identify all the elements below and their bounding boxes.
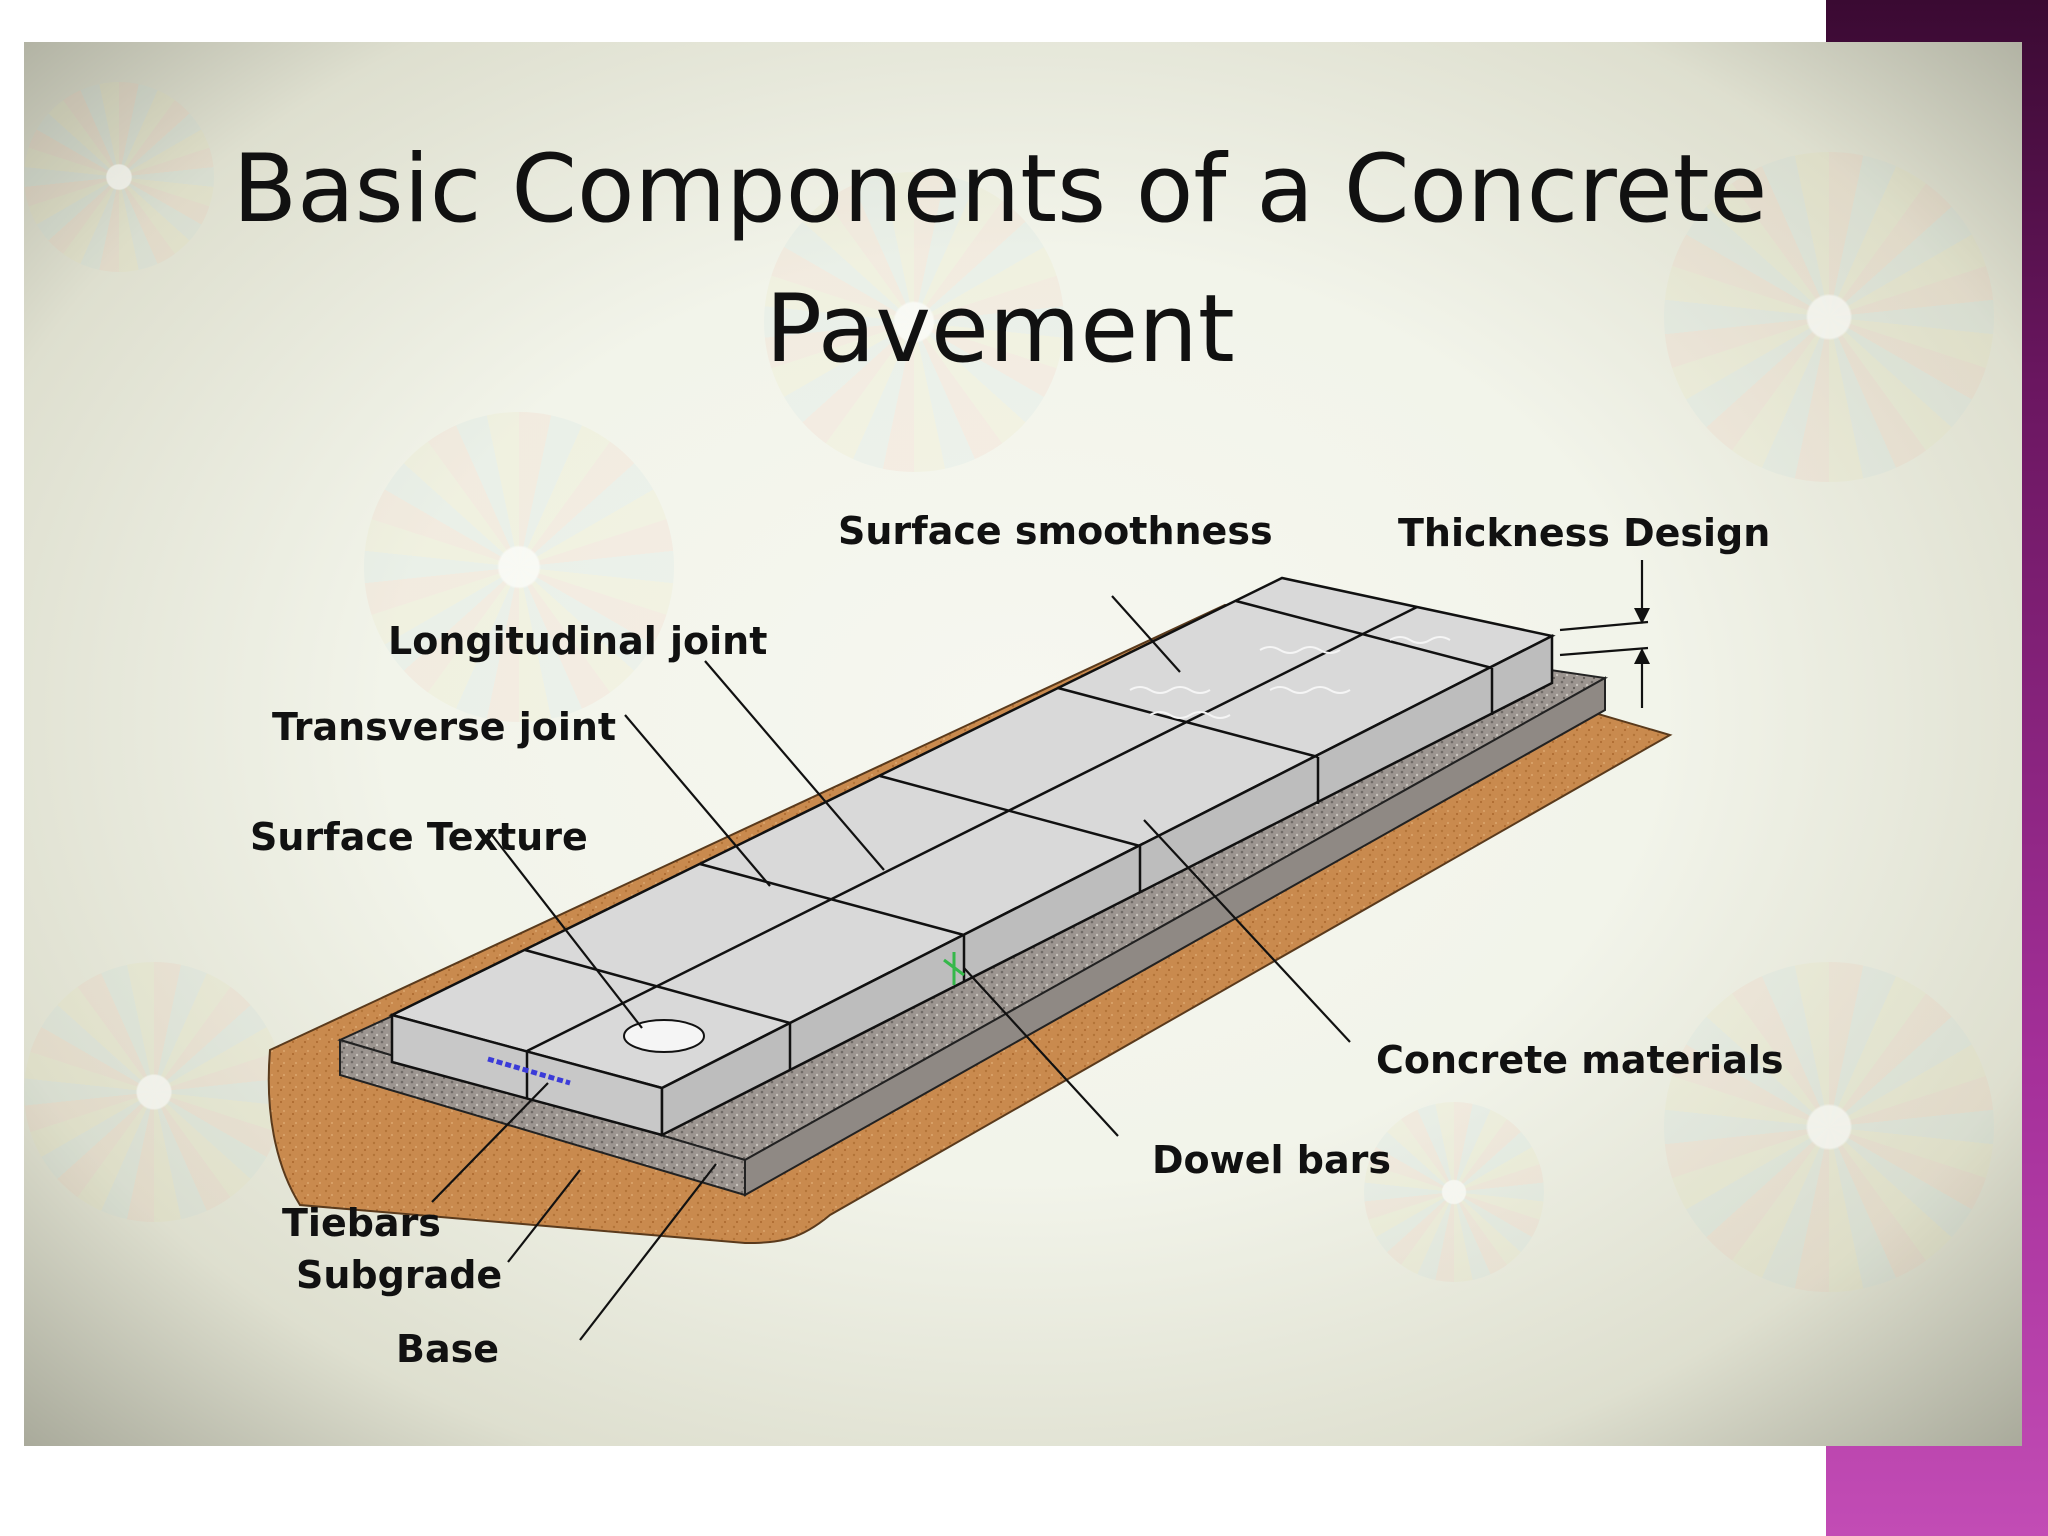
background-wheel-pattern xyxy=(364,412,674,722)
leader-lines xyxy=(431,560,1649,1341)
thickness-arrow-down-icon xyxy=(1634,608,1650,624)
dowel-bar-marker xyxy=(943,952,965,985)
title-line-1: Basic Components of a Concrete xyxy=(232,135,1768,244)
tiebar-marker xyxy=(487,1056,571,1086)
background-wheel-pattern xyxy=(1664,962,1994,1292)
concrete-slab xyxy=(388,576,1556,1138)
label-subgrade: Subgrade xyxy=(296,1253,502,1297)
background-wheel-pattern xyxy=(764,172,1064,472)
label-transverse-joint: Transverse joint xyxy=(272,705,616,749)
label-dowel-bars: Dowel bars xyxy=(1152,1138,1391,1182)
background-wheel-pattern xyxy=(24,962,284,1222)
thickness-arrow-up-icon xyxy=(1634,648,1650,664)
label-tiebars: Tiebars xyxy=(282,1201,441,1245)
title-line-2: Pavement xyxy=(765,275,1235,384)
label-concrete-materials: Concrete materials xyxy=(1376,1038,1783,1082)
surface-texture-marker xyxy=(623,1019,705,1053)
label-surface-texture: Surface Texture xyxy=(250,815,588,859)
slide-title: Basic Components of a Concrete Pavement xyxy=(0,120,2000,400)
label-thickness-design: Thickness Design xyxy=(1398,511,1770,555)
label-longitudinal-joint: Longitudinal joint xyxy=(388,619,767,663)
background-wheel-pattern xyxy=(1364,1102,1544,1282)
background-wheel-pattern xyxy=(1664,152,1994,482)
background-wheel-pattern xyxy=(24,82,214,272)
label-surface-smoothness: Surface smoothness xyxy=(838,509,1273,553)
label-base: Base xyxy=(396,1327,499,1371)
